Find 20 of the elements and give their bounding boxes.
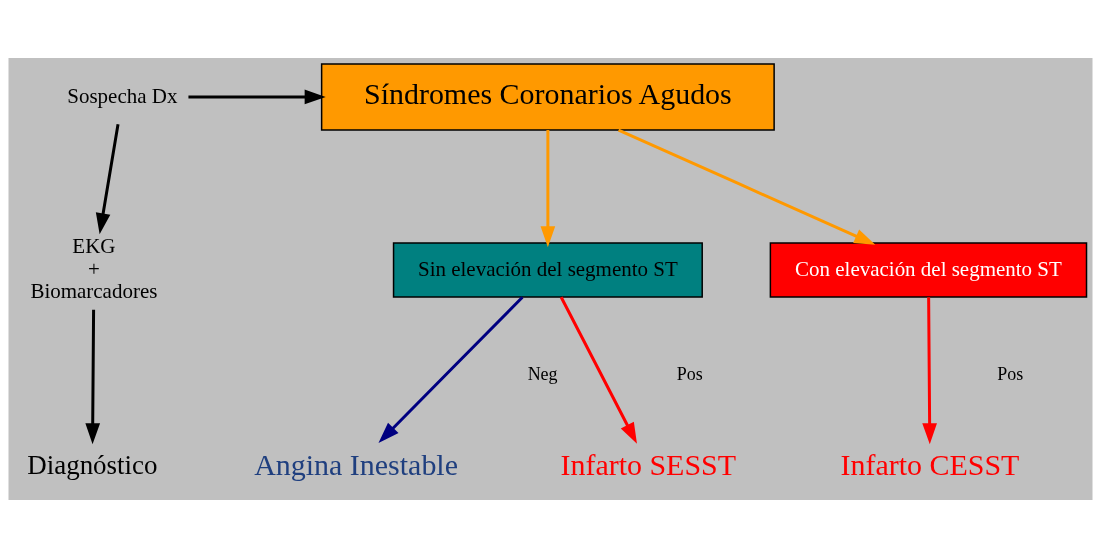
node-text: Infarto CESST bbox=[840, 447, 1020, 481]
node-text: Angina Inestable bbox=[254, 447, 458, 481]
node-text: Infarto SESST bbox=[560, 447, 737, 481]
arrow bbox=[922, 297, 937, 445]
arrow bbox=[540, 130, 556, 248]
edge-label: Neg bbox=[527, 364, 558, 385]
edge-label: Pos bbox=[997, 364, 1024, 385]
node-text: EKG + Biomarcadores bbox=[30, 234, 158, 304]
node-box: Síndromes Coronarios Agudos bbox=[320, 63, 775, 131]
node-box: Con elevación del segmento ST bbox=[769, 242, 1088, 298]
arrow bbox=[378, 296, 524, 443]
node-text: Sospecha Dx bbox=[67, 83, 178, 108]
edge-label: Pos bbox=[676, 364, 703, 385]
arrow bbox=[188, 89, 326, 105]
node-text: Diagnóstico bbox=[27, 449, 158, 480]
node-box: Sin elevación del segmento ST bbox=[392, 242, 703, 298]
arrow bbox=[95, 124, 120, 235]
arrow bbox=[85, 309, 101, 445]
arrow bbox=[559, 296, 637, 444]
arrow bbox=[617, 128, 876, 245]
